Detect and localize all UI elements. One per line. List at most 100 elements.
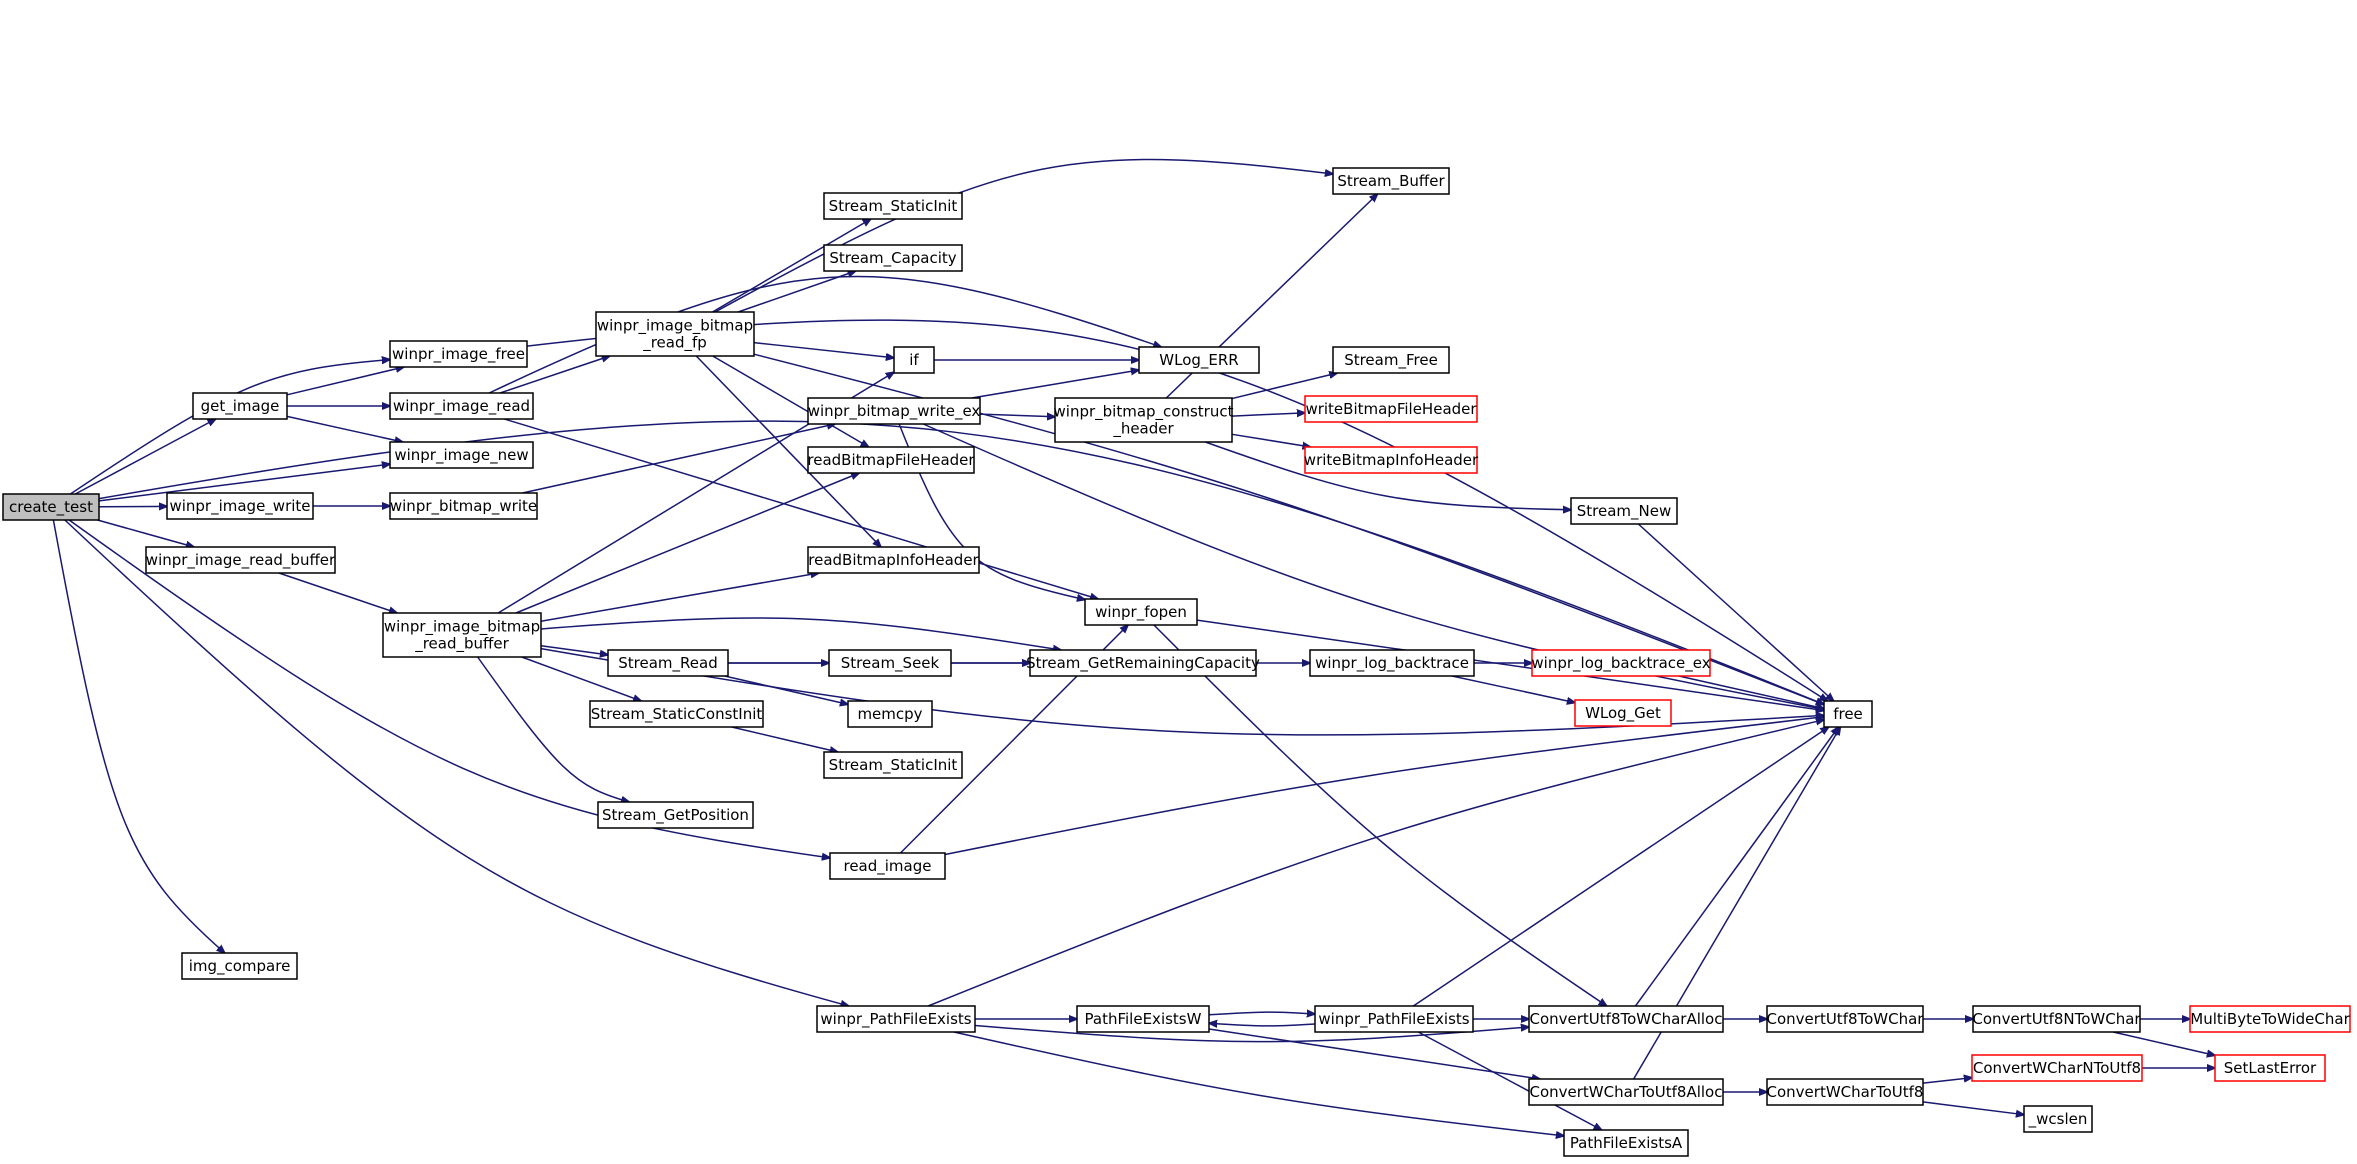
node-label: winpr_bitmap_construct xyxy=(1054,403,1234,422)
node-convertutf8towcharalloc[interactable]: ConvertUtf8ToWCharAlloc xyxy=(1528,1005,1724,1033)
node-winpr-image-bitmap-read-fp[interactable]: winpr_image_bitmap_read_fp xyxy=(595,311,755,357)
node-winpr-image-bitmap-read-buffer[interactable]: winpr_image_bitmap_read_buffer xyxy=(382,612,542,658)
node-label: Stream_GetRemainingCapacity xyxy=(1026,654,1260,673)
node-label: Stream_StaticInit xyxy=(829,756,958,775)
node-label: ConvertWCharToUtf8 xyxy=(1767,1083,1924,1101)
edge-winpr_image_bitmap_read_buffer-to-Stream_GetPosition xyxy=(477,656,630,802)
node-label: _read_fp xyxy=(642,334,707,353)
edge-ConvertWCharToUtf8-to-ConvertWCharNToUtf8 xyxy=(1922,1078,1972,1084)
node-writebitmapfileheader[interactable]: writeBitmapFileHeader xyxy=(1304,395,1478,423)
node-stream-capacity[interactable]: Stream_Capacity xyxy=(823,244,963,272)
node-label: Stream_StaticInit xyxy=(829,197,958,216)
edge-winpr_bitmap_write_ex-to-winpr_bitmap_construct_header xyxy=(979,414,1055,417)
node-winpr-image-read[interactable]: winpr_image_read xyxy=(389,392,534,420)
node-winpr-image-new[interactable]: winpr_image_new xyxy=(389,441,534,469)
edge-create_test-to-img_compare xyxy=(52,519,224,953)
node-label: Stream_New xyxy=(1577,502,1672,521)
node-label: memcpy xyxy=(857,705,922,723)
node-winpr-pathfileexists-left[interactable]: winpr_PathFileExists xyxy=(816,1005,976,1033)
node-img-compare[interactable]: img_compare xyxy=(181,952,298,980)
node-winpr-bitmap-construct-header[interactable]: winpr_bitmap_construct_header xyxy=(1054,397,1234,443)
edge-winpr_PathFileExists_left-to-ConvertUtf8ToWCharAlloc xyxy=(974,1025,1529,1043)
edge-winpr_log_backtrace_ex-to-free xyxy=(1678,675,1824,709)
node-label: PathFileExistsA xyxy=(1570,1134,1683,1152)
node-winpr-bitmap-write-ex[interactable]: winpr_bitmap_write_ex xyxy=(807,397,981,425)
node-label: readBitmapInfoHeader xyxy=(808,551,979,569)
edge-ConvertUtf8NToWChar-to-SetLastError xyxy=(2112,1031,2215,1055)
node-wlog-get[interactable]: WLog_Get xyxy=(1574,699,1672,727)
node-winpr-log-backtrace[interactable]: winpr_log_backtrace xyxy=(1309,649,1475,677)
node-winpr-fopen[interactable]: winpr_fopen xyxy=(1084,598,1198,626)
node-pathfileexistsw[interactable]: PathFileExistsW xyxy=(1076,1005,1210,1033)
node-convertutf8towchar[interactable]: ConvertUtf8ToWChar xyxy=(1766,1005,1925,1033)
edge-layer xyxy=(52,158,2215,1136)
node-readbitmapfileheader[interactable]: readBitmapFileHeader xyxy=(807,446,975,474)
edge-winpr_image_bitmap_read_buffer-to-Stream_StaticConstInit xyxy=(521,656,641,701)
node-wlog-err[interactable]: WLog_ERR xyxy=(1138,346,1260,374)
node-label: ConvertWCharToUtf8Alloc xyxy=(1530,1083,1723,1101)
node-multibytetowidechar[interactable]: MultiByteToWideChar xyxy=(2189,1005,2351,1033)
node-label: winpr_log_backtrace_ex xyxy=(1531,654,1710,673)
edge-ConvertWCharToUtf8-to-_wcslen xyxy=(1922,1101,2024,1115)
node-stream-getremainingcapacity[interactable]: Stream_GetRemainingCapacity xyxy=(1026,649,1260,677)
node-stream-buffer[interactable]: Stream_Buffer xyxy=(1332,167,1450,195)
node-setlasterror[interactable]: SetLastError xyxy=(2214,1054,2326,1082)
node-label: MultiByteToWideChar xyxy=(2190,1010,2350,1028)
node-writebitmapinfoheader[interactable]: writeBitmapInfoHeader xyxy=(1304,446,1479,474)
node-free[interactable]: free xyxy=(1823,700,1873,728)
node-label: Stream_GetPosition xyxy=(602,806,749,825)
node-stream-free[interactable]: Stream_Free xyxy=(1332,346,1450,374)
edge-winpr_image_bitmap_read_fp-to-Stream_Capacity xyxy=(737,271,856,313)
node-winpr-image-write[interactable]: winpr_image_write xyxy=(166,492,314,520)
node-stream-staticinit-top[interactable]: Stream_StaticInit xyxy=(823,192,963,220)
edge-winpr_PathFileExists_left-to-PathFileExistsA xyxy=(953,1031,1564,1136)
node-label: Stream_Free xyxy=(1344,351,1438,370)
node--wcslen[interactable]: _wcslen xyxy=(2023,1105,2093,1133)
node-stream-read[interactable]: Stream_Read xyxy=(607,649,729,677)
node-label: Stream_Read xyxy=(618,654,717,673)
node-winpr-pathfileexists-mid[interactable]: winpr_PathFileExists xyxy=(1314,1005,1474,1033)
edge-PathFileExistsW-to-ConvertWCharToUtf8Alloc xyxy=(1208,1028,1540,1079)
node-read-image[interactable]: read_image xyxy=(829,852,946,880)
node-winpr-log-backtrace-ex[interactable]: winpr_log_backtrace_ex xyxy=(1531,649,1711,677)
edge-winpr_image_bitmap_read_buffer-to-Stream_Read xyxy=(540,644,608,655)
node-memcpy[interactable]: memcpy xyxy=(847,700,933,728)
edge-get_image-to-winpr_image_new xyxy=(286,415,403,442)
node-convertwcharntoutf8[interactable]: ConvertWCharNToUtf8 xyxy=(1971,1054,2143,1082)
edge-winpr_image_bitmap_read_fp-to-readBitmapFileHeader xyxy=(712,355,869,447)
node-label: get_image xyxy=(201,397,280,416)
edge-Stream_New-to-free xyxy=(1637,523,1833,701)
node-label: ConvertUtf8NToWChar xyxy=(1972,1010,2141,1028)
node-label: winpr_PathFileExists xyxy=(1318,1010,1469,1029)
node-pathfileexistsa[interactable]: PathFileExistsA xyxy=(1563,1129,1689,1157)
node-label: winpr_image_read_buffer xyxy=(146,551,336,570)
node-convertwchartoutf8[interactable]: ConvertWCharToUtf8 xyxy=(1766,1078,1924,1106)
node-winpr-image-read-buffer[interactable]: winpr_image_read_buffer xyxy=(145,546,336,574)
node-stream-staticinit-bottom[interactable]: Stream_StaticInit xyxy=(823,751,963,779)
node-stream-seek[interactable]: Stream_Seek xyxy=(828,649,952,677)
node-if[interactable]: if xyxy=(893,346,935,374)
node-stream-staticconstinit[interactable]: Stream_StaticConstInit xyxy=(589,700,764,728)
edge-winpr_image_bitmap_read_fp-to-Stream_Buffer xyxy=(714,158,1333,313)
edge-winpr_image_bitmap_read_buffer-to-Stream_GetRemainingCapacity xyxy=(540,617,1061,650)
node-label: writeBitmapFileHeader xyxy=(1305,400,1477,418)
node-convertutf8ntowchar[interactable]: ConvertUtf8NToWChar xyxy=(1972,1005,2141,1033)
edge-create_test-to-winpr_image_new xyxy=(98,464,390,502)
node-convertwchartoutf8alloc[interactable]: ConvertWCharToUtf8Alloc xyxy=(1528,1078,1724,1106)
edge-read_image-to-free xyxy=(944,717,1824,856)
node-readbitmapinfoheader[interactable]: readBitmapInfoHeader xyxy=(807,546,980,574)
edge-winpr_PathFileExists_mid-to-PathFileExistsA xyxy=(1417,1031,1601,1130)
node-label: ConvertWCharNToUtf8 xyxy=(1973,1059,2141,1077)
edge-winpr_image_bitmap_read_fp-to-readBitmapInfoHeader xyxy=(695,355,881,547)
edge-create_test-to-read_image xyxy=(68,519,830,858)
node-label: winpr_log_backtrace xyxy=(1315,654,1469,673)
node-label: ConvertUtf8ToWChar xyxy=(1767,1010,1925,1028)
node-create-test[interactable]: create_test xyxy=(2,493,100,521)
node-stream-getposition[interactable]: Stream_GetPosition xyxy=(597,801,754,829)
node-winpr-image-free[interactable]: winpr_image_free xyxy=(389,340,528,368)
node-stream-new[interactable]: Stream_New xyxy=(1570,497,1678,525)
edge-winpr_image_read_buffer-to-winpr_image_bitmap_read_buffer xyxy=(278,572,397,613)
node-label: if xyxy=(909,351,919,369)
node-get-image[interactable]: get_image xyxy=(192,392,288,420)
node-winpr-bitmap-write[interactable]: winpr_bitmap_write xyxy=(389,492,538,520)
